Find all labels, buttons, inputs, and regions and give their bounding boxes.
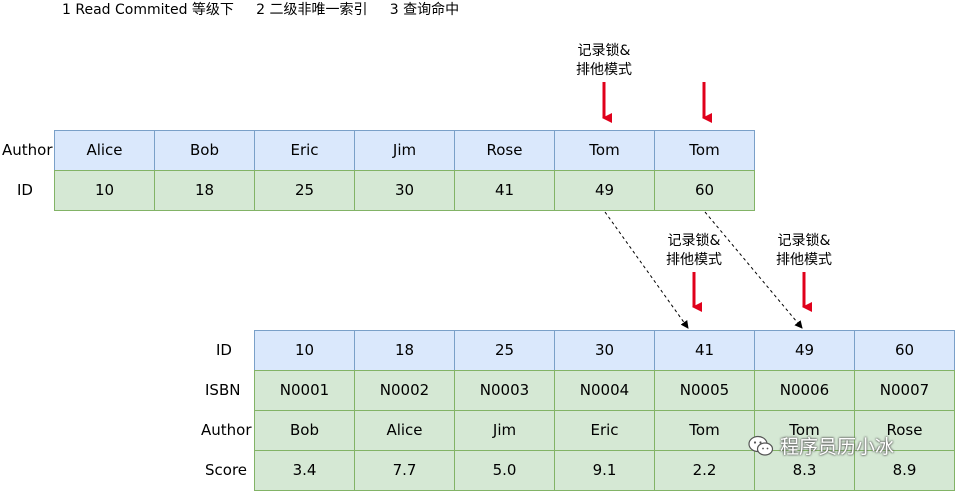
- bottom-isbn-cell: N0002: [354, 370, 455, 411]
- top-id-cell: 30: [354, 170, 455, 211]
- watermark-text: 程序员历小冰: [780, 436, 895, 458]
- top-author-cell: Tom: [554, 130, 655, 171]
- top-id-cell: 49: [554, 170, 655, 211]
- wechat-icon: [748, 435, 774, 456]
- lock-note-line1: 记录锁&: [577, 43, 631, 59]
- bottom-author-label: Author: [201, 421, 252, 439]
- bottom-isbn-cell: N0001: [254, 370, 355, 411]
- bottom-id-label: ID: [216, 341, 232, 359]
- lock-note-top: 记录锁& 排他模式: [554, 42, 654, 80]
- top-author-cell: Rose: [454, 130, 555, 171]
- bottom-id-cell: 10: [254, 330, 355, 371]
- top-author-label: Author: [2, 141, 53, 159]
- pointer-arrow-49-to-41: [604, 211, 689, 329]
- watermark: 程序员历小冰: [748, 432, 894, 459]
- bottom-score-cell: 2.2: [654, 450, 755, 491]
- bottom-id-cell: 41: [654, 330, 755, 371]
- top-id-cell: 60: [654, 170, 755, 211]
- lock-note-line2: 排他模式: [776, 252, 832, 268]
- bottom-score-cell: 5.0: [454, 450, 555, 491]
- top-author-cell: Eric: [254, 130, 355, 171]
- lock-note-mid: 记录锁& 排他模式: [644, 232, 744, 270]
- lock-note-line2: 排他模式: [576, 62, 632, 78]
- top-author-cell: Jim: [354, 130, 455, 171]
- bottom-isbn-cell: N0003: [454, 370, 555, 411]
- bottom-score-cell: 7.7: [354, 450, 455, 491]
- bottom-author-cell: Eric: [554, 410, 655, 451]
- bottom-id-cell: 30: [554, 330, 655, 371]
- top-author-cell: Tom: [654, 130, 755, 171]
- bottom-author-cell: Jim: [454, 410, 555, 451]
- bottom-isbn-cell: N0006: [754, 370, 855, 411]
- bottom-score-label: Score: [205, 461, 248, 479]
- lock-note-line1: 记录锁&: [667, 233, 721, 249]
- bottom-isbn-label: ISBN: [205, 381, 241, 399]
- caption: 1 Read Commited 等级下 2 二级非唯一索引 3 查询命中: [62, 2, 460, 18]
- bottom-score-cell: 8.3: [754, 450, 855, 491]
- lock-note-line1: 记录锁&: [777, 233, 831, 249]
- bottom-score-cell: 3.4: [254, 450, 355, 491]
- bottom-isbn-cell: N0005: [654, 370, 755, 411]
- lock-note-line2: 排他模式: [666, 252, 722, 268]
- bottom-id-cell: 18: [354, 330, 455, 371]
- top-author-cell: Bob: [154, 130, 255, 171]
- bottom-author-cell: Bob: [254, 410, 355, 451]
- pointer-arrow-60-to-49: [704, 211, 803, 329]
- top-id-cell: 41: [454, 170, 555, 211]
- lock-note-right: 记录锁& 排他模式: [754, 232, 854, 270]
- bottom-isbn-cell: N0004: [554, 370, 655, 411]
- bottom-isbn-cell: N0007: [854, 370, 955, 411]
- top-id-cell: 10: [54, 170, 155, 211]
- top-id-label: ID: [17, 181, 33, 199]
